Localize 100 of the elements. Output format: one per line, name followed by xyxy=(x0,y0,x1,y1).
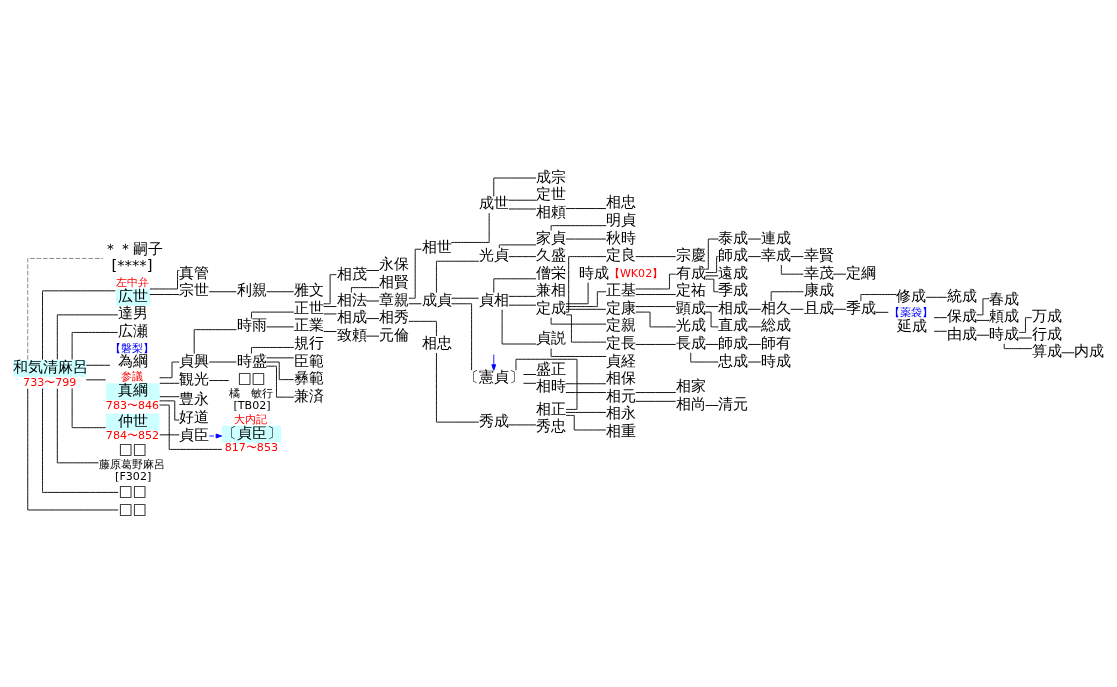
connector xyxy=(976,334,990,336)
node-text: 連成 xyxy=(761,228,791,246)
node-text: 相法 xyxy=(336,290,367,308)
node-box: 真綱 xyxy=(105,382,160,400)
node-text: 師成 xyxy=(718,333,749,351)
connector xyxy=(408,248,422,299)
node-text: 相頼 xyxy=(536,202,567,220)
connector xyxy=(933,316,948,318)
node-text: ＊＊嗣子 [****] xyxy=(103,239,164,273)
node-text: □□ xyxy=(237,368,266,386)
node-text: 光成 xyxy=(675,315,706,333)
connector xyxy=(159,395,180,397)
node-text: 正基 xyxy=(606,280,637,298)
node-text: 相茂 xyxy=(336,264,367,282)
node-text: 算成 xyxy=(1031,341,1062,359)
node-text: 顕成 xyxy=(675,298,706,316)
node-text: 好道 xyxy=(179,407,210,425)
connector xyxy=(266,290,295,292)
node-text: 秀成 xyxy=(478,411,509,429)
connector xyxy=(933,330,948,332)
node-text: 時盛 xyxy=(236,351,267,369)
connector xyxy=(705,311,719,327)
node-text: 万成 xyxy=(1031,306,1062,324)
connector xyxy=(976,297,990,315)
connector xyxy=(408,320,437,337)
node-text: 成宗 xyxy=(536,167,567,185)
node-text: 相時 xyxy=(536,376,567,394)
node-text: 時雨 xyxy=(236,315,267,333)
connector xyxy=(56,313,119,360)
connector xyxy=(790,255,804,257)
connector xyxy=(251,346,295,354)
connector xyxy=(71,387,107,428)
node-label: 【薬袋】 xyxy=(889,305,934,319)
connector xyxy=(501,308,537,344)
node-text: 久盛 xyxy=(536,245,567,263)
arrow xyxy=(208,433,223,438)
node-text: 致頼 xyxy=(336,325,367,343)
node-box: 仲世 xyxy=(105,413,160,430)
node-text: 延成 xyxy=(896,316,927,334)
node-text: 〔憲貞〕 xyxy=(464,367,525,385)
connector xyxy=(565,414,607,430)
connector xyxy=(635,343,677,345)
node-box: 〔貞臣〕 xyxy=(221,425,282,442)
node-text: 宗慶 xyxy=(675,245,706,263)
node-box: 和気清麻呂 xyxy=(13,359,87,377)
node-text: 定祐 xyxy=(675,280,706,298)
connector xyxy=(450,212,490,243)
connector xyxy=(635,305,677,307)
node-text: 定世 xyxy=(536,184,567,202)
connector xyxy=(635,400,677,402)
node-text: 広瀬 xyxy=(117,321,148,339)
node-label: 藤原葛野麻呂 xyxy=(99,457,166,471)
node-text: 清元 xyxy=(718,394,749,412)
node-text: 明貞 xyxy=(606,210,637,228)
connector xyxy=(747,343,762,345)
node-text: 達男 xyxy=(117,303,148,321)
node-text: 盛正 xyxy=(536,359,567,377)
node-text: 永保 xyxy=(379,254,410,272)
connector xyxy=(265,365,295,398)
node-text: 内成 xyxy=(1074,341,1105,359)
node-text: 幸茂 xyxy=(803,263,834,281)
connector xyxy=(565,411,607,413)
node-text: 定長 xyxy=(606,333,637,351)
node-text: 忠成 xyxy=(718,351,749,369)
connector xyxy=(436,352,480,423)
connector xyxy=(635,273,677,289)
node-text: 真管 xyxy=(179,263,210,281)
node-text: 定親 xyxy=(606,315,637,333)
connector xyxy=(265,361,295,380)
connector xyxy=(85,364,111,366)
connector xyxy=(71,331,119,360)
connector xyxy=(635,311,677,327)
node-text: 保成 xyxy=(946,306,977,324)
connector xyxy=(565,382,607,384)
connector xyxy=(451,302,473,371)
node-label: 大内記 xyxy=(234,412,268,426)
connector xyxy=(705,255,719,273)
connector xyxy=(976,319,990,321)
node-text: 章親 xyxy=(379,290,410,308)
node-text: 貞臣 xyxy=(179,425,210,443)
node-label: [TB02] xyxy=(233,398,271,412)
node-text: 豊永 xyxy=(179,389,210,407)
node-text: 且成 xyxy=(803,298,834,316)
node-text: 成貞 xyxy=(421,290,452,308)
node-text: 兼済 xyxy=(294,386,325,404)
node-text: 相家 xyxy=(675,376,706,394)
node-text: 相永 xyxy=(606,403,637,421)
connector xyxy=(780,264,804,275)
node-text: 雅文 xyxy=(294,280,325,298)
connector xyxy=(705,343,719,345)
connector xyxy=(747,255,762,257)
node-text: 成世 xyxy=(478,193,509,211)
node-text: 修成 xyxy=(896,286,927,304)
connector xyxy=(565,308,607,310)
connector xyxy=(705,305,719,307)
connector xyxy=(451,297,480,299)
connector xyxy=(27,387,119,510)
node-text: 頼成 xyxy=(989,306,1020,324)
node-text: 季成 xyxy=(846,298,877,316)
connector xyxy=(523,382,537,384)
